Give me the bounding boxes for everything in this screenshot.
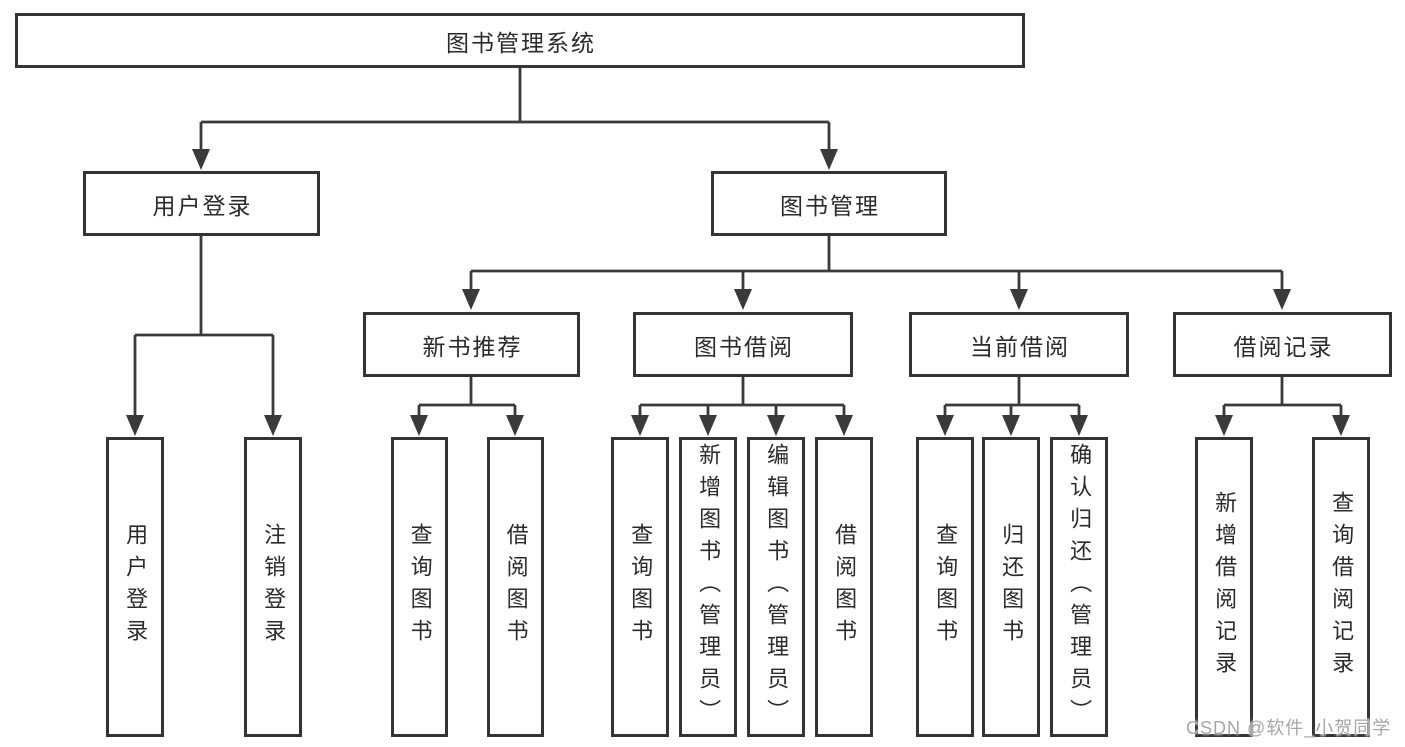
node-label: 查询图书 <box>407 523 433 651</box>
node-label: 编辑图书（管理员） <box>764 443 790 731</box>
node-label: 当前借阅 <box>970 333 1070 360</box>
leaf-query-books-borrow: 查询图书 <box>611 437 669 737</box>
leaf-logout: 注销登录 <box>244 437 302 737</box>
node-label: 借阅图书 <box>832 523 858 651</box>
node-book-management: 图书管理 <box>711 171 947 236</box>
node-new-book-recommend: 新书推荐 <box>363 312 580 377</box>
node-label: 借阅图书 <box>503 523 529 651</box>
leaf-borrow-books-recommend: 借阅图书 <box>487 437 544 737</box>
node-user-login: 用户登录 <box>83 171 320 236</box>
leaf-query-borrow-record: 查询借阅记录 <box>1312 437 1370 737</box>
node-current-borrow: 当前借阅 <box>909 312 1129 377</box>
node-label: 新增图书（管理员） <box>696 443 722 731</box>
node-label: 图书管理 <box>780 192 880 219</box>
node-label: 查询图书 <box>933 523 959 651</box>
node-label: 归还图书 <box>999 523 1025 651</box>
node-library-management-system: 图书管理系统 <box>15 13 1025 68</box>
node-label: 新书推荐 <box>422 333 523 360</box>
node-label: 借阅记录 <box>1233 333 1334 360</box>
leaf-user-login: 用户登录 <box>106 437 164 737</box>
leaf-confirm-return-admin: 确认归还（管理员） <box>1050 437 1108 737</box>
node-label: 新增借阅记录 <box>1212 491 1238 683</box>
leaf-add-borrow-record: 新增借阅记录 <box>1195 437 1253 737</box>
node-label: 用户登录 <box>152 192 253 219</box>
node-borrow-records: 借阅记录 <box>1173 312 1392 377</box>
leaf-add-book-admin: 新增图书（管理员） <box>679 437 737 737</box>
node-label: 图书管理系统 <box>446 29 596 56</box>
leaf-query-books-recommend: 查询图书 <box>391 437 448 737</box>
node-label: 查询借阅记录 <box>1329 491 1355 683</box>
leaf-borrow-books: 借阅图书 <box>815 437 873 737</box>
csdn-watermark: CSDN @软件_小贺同学 <box>1186 718 1392 738</box>
leaf-edit-book-admin: 编辑图书（管理员） <box>747 437 805 737</box>
leaf-return-book: 归还图书 <box>982 437 1040 737</box>
node-label: 图书借阅 <box>694 333 794 360</box>
node-book-borrow: 图书借阅 <box>633 312 853 377</box>
node-label: 查询图书 <box>628 523 654 651</box>
node-label: 用户登录 <box>123 523 149 651</box>
node-label: 注销登录 <box>261 523 287 651</box>
leaf-query-books-current: 查询图书 <box>916 437 974 737</box>
node-label: 确认归还（管理员） <box>1067 443 1093 731</box>
